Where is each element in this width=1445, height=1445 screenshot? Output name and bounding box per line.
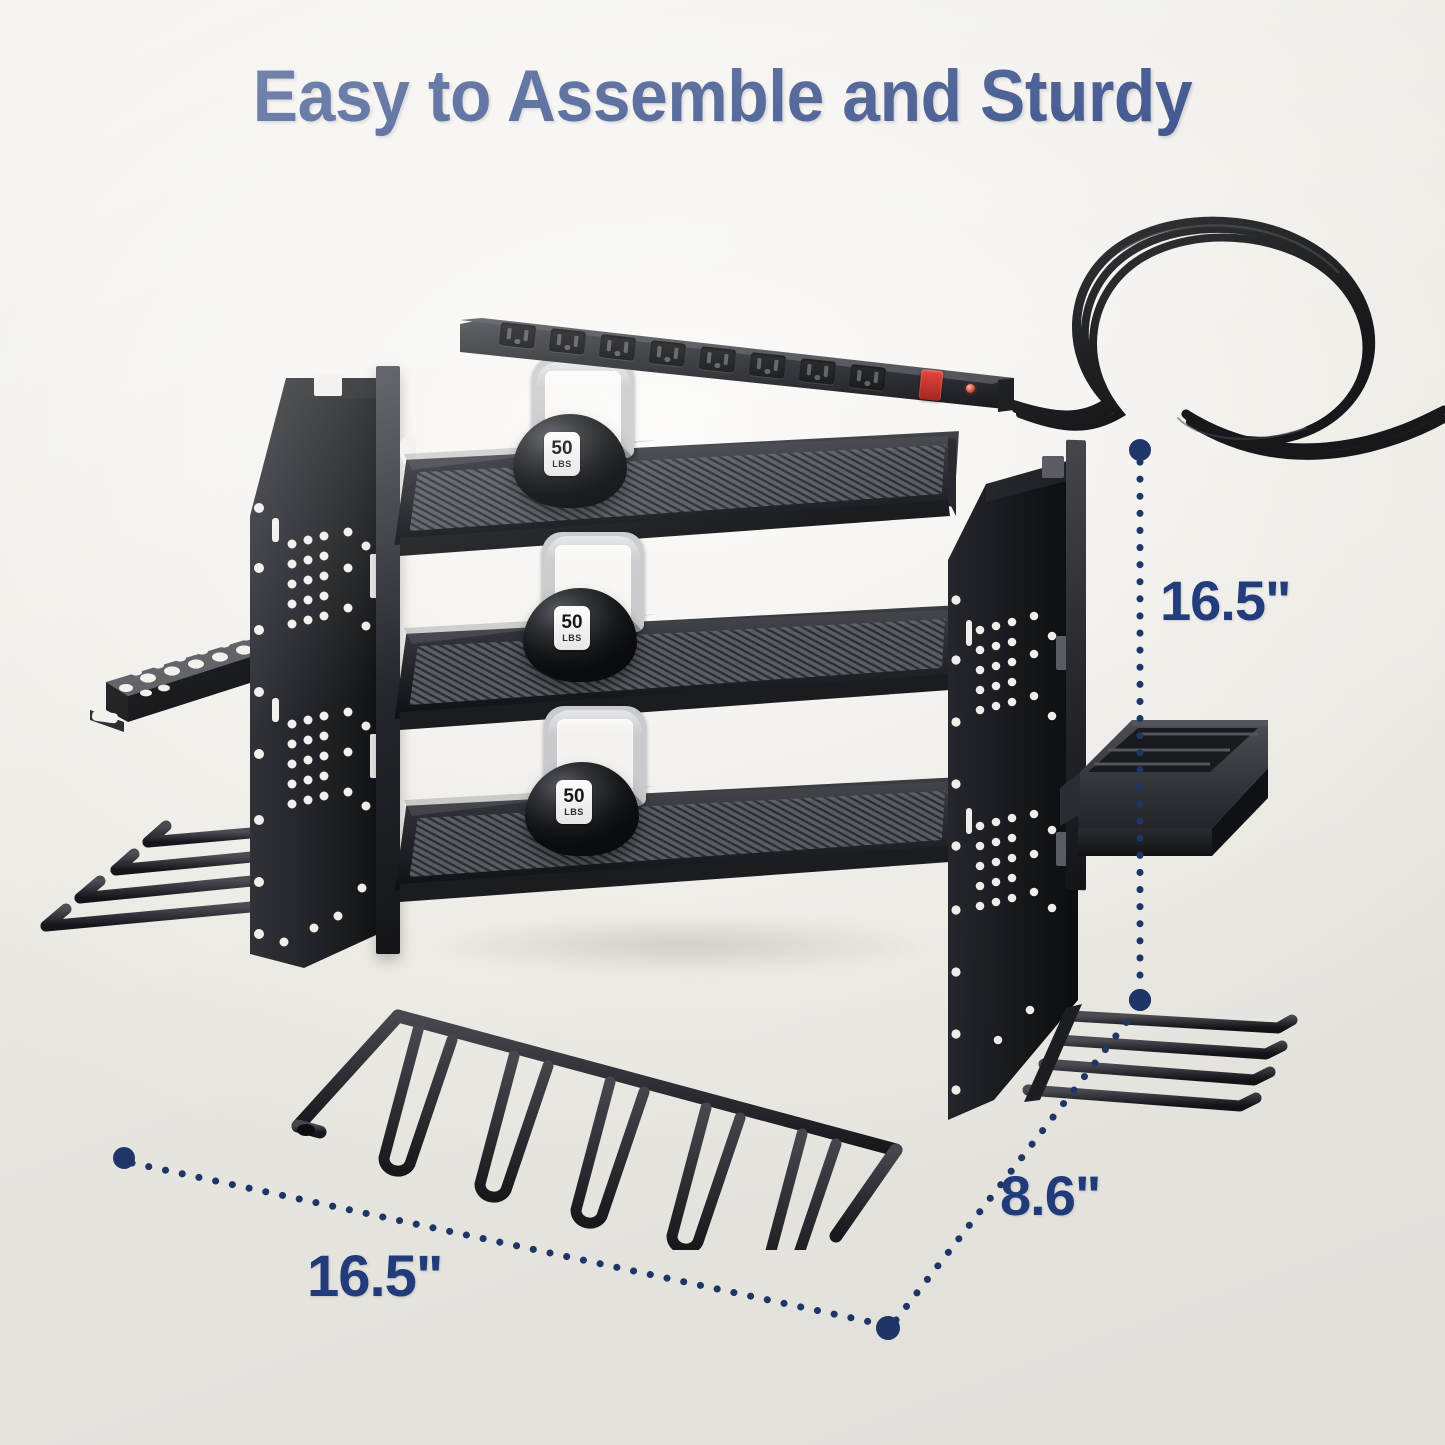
dimension-depth-label: 8.6" (1000, 1164, 1101, 1227)
shelf-bottom-shape (394, 777, 959, 902)
right-hook-bar (1016, 990, 1306, 1150)
dimension-width-label: 16.5" (307, 1244, 443, 1309)
kettlebell-weight-unit: LBS (564, 807, 584, 817)
cord-organizer-shape (291, 1009, 903, 1281)
power-strip[interactable] (458, 318, 1014, 414)
shelf-top-shape (394, 431, 959, 556)
outlet-5[interactable] (698, 346, 737, 373)
shelf-middle-shape (394, 605, 959, 730)
cord-organizer (276, 1000, 916, 1281)
power-switch[interactable] (918, 368, 944, 402)
outlet-1[interactable] (498, 322, 537, 349)
power-indicator-light (966, 384, 975, 393)
right-panel-shape (948, 456, 1078, 1120)
kettlebell-bottom: 50 LBS (522, 706, 646, 856)
tool-bin (1060, 710, 1272, 860)
ground-shadow (330, 905, 1030, 985)
kettlebell-weight-badge: 50 LBS (556, 780, 592, 824)
kettlebell-weight-unit: LBS (552, 459, 572, 469)
kettlebell-weight-value: 50 (551, 438, 573, 459)
outlet-4[interactable] (648, 340, 687, 367)
dimension-height-label: 16.5" (1160, 569, 1292, 632)
kettlebell-weight-unit: LBS (562, 633, 582, 643)
kettlebell-middle: 50 LBS (520, 532, 644, 682)
left-side-panel (244, 368, 424, 988)
page-title: Easy to Assemble and Sturdy (252, 56, 1193, 137)
kettlebell-top: 50 LBS (510, 358, 634, 508)
left-panel-shape (250, 374, 400, 968)
outlet-2[interactable] (548, 328, 587, 355)
shelf-middle (352, 604, 962, 794)
outlet-3[interactable] (598, 334, 637, 361)
outlet-6[interactable] (748, 352, 787, 379)
shelf-top (352, 430, 962, 620)
outlet-7[interactable] (798, 358, 837, 385)
left-front-upright (376, 366, 400, 954)
kettlebell-weight-value: 50 (561, 612, 583, 633)
left-upright-keyhole (400, 436, 416, 466)
right-hooks-shape (1022, 1004, 1298, 1112)
outlet-8[interactable] (848, 364, 887, 391)
kettlebell-weight-value: 50 (563, 786, 585, 807)
kettlebell-weight-badge: 50 LBS (554, 606, 590, 650)
shelf-bottom (352, 776, 962, 966)
right-side-panel (938, 440, 1118, 1140)
kettlebell-weight-badge: 50 LBS (544, 432, 580, 476)
tool-bin-shape (1060, 720, 1268, 856)
